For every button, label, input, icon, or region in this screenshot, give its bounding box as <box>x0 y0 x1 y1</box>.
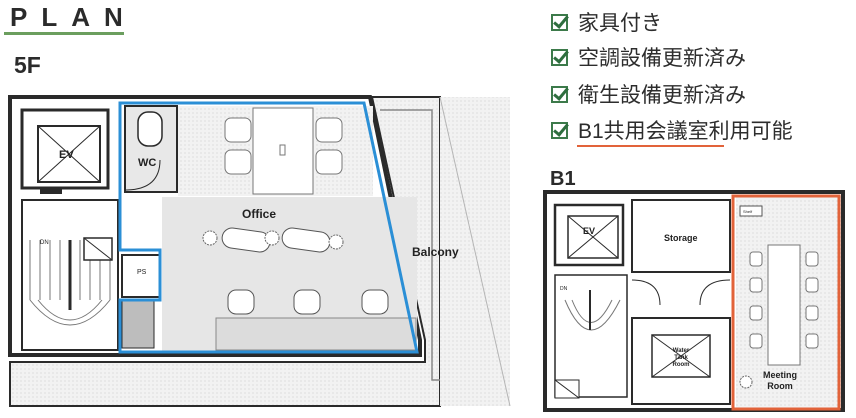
ps-label: PS <box>137 269 147 276</box>
dn-label-5f: DN <box>40 240 49 246</box>
lounge-tables <box>202 227 344 253</box>
checkbox-checked-icon <box>551 13 568 31</box>
plan-5f: EV WC Office Balcony PS DN <box>8 95 511 407</box>
feature-item-sanitary: 衛生設備更新済み <box>551 80 746 108</box>
balcony-area <box>9 96 511 407</box>
meeting-room-label-2: Room <box>767 381 793 391</box>
staircase-5f <box>21 199 119 351</box>
feature-label: 家具付き <box>578 12 662 35</box>
water-tank-label-2: Tank <box>674 355 688 361</box>
dn-label-b1: DN <box>560 286 568 292</box>
pipe-shaft <box>121 254 161 298</box>
meeting-room-label-1: Meeting <box>763 370 797 380</box>
work-desk <box>215 289 417 351</box>
checkbox-checked-icon <box>551 121 568 139</box>
elevator-b1 <box>553 203 625 267</box>
toilet-room <box>124 105 178 193</box>
meeting-room-outline <box>731 194 841 411</box>
wc-label: WC <box>138 157 156 169</box>
floor-label-b1: B1 <box>550 168 576 190</box>
shelf-label: Shelf <box>743 209 753 214</box>
storage-room <box>631 199 731 273</box>
office-label: Office <box>242 207 276 221</box>
water-tank-label-3: Room <box>673 362 690 368</box>
feature-label: 空調設備更新済み <box>578 47 746 70</box>
floor-label-5f: 5F <box>14 52 41 78</box>
elevator-5f <box>20 108 110 194</box>
checkbox-checked-icon <box>551 85 568 103</box>
balcony-label: Balcony <box>412 245 459 259</box>
meeting-table-5f <box>224 107 343 195</box>
checkbox-checked-icon <box>551 48 568 66</box>
plan-b1: EV Storage Water Tank Room Meeting Room … <box>543 190 845 412</box>
staircase-b1 <box>554 274 628 399</box>
feature-item-meeting-room: B1共用会議室利用可能 <box>551 116 793 144</box>
meeting-room-table <box>739 205 819 389</box>
ev-label-b1: EV <box>583 226 595 236</box>
title-underline <box>4 32 124 35</box>
feature-label: 衛生設備更新済み <box>578 84 746 107</box>
storage-label: Storage <box>664 233 698 243</box>
feature-item-furnished: 家具付き <box>551 8 662 36</box>
leased-area-outline <box>118 101 419 354</box>
feature-label: B1共用会議室利用可能 <box>578 120 793 143</box>
water-tank-label-1: Water <box>673 348 690 354</box>
ev-label-5f: EV <box>59 149 74 161</box>
water-tank-room <box>631 317 731 405</box>
feature-item-hvac: 空調設備更新済み <box>551 43 746 71</box>
feature-highlight-underline <box>577 145 724 147</box>
plan-title: PLAN <box>10 2 137 32</box>
